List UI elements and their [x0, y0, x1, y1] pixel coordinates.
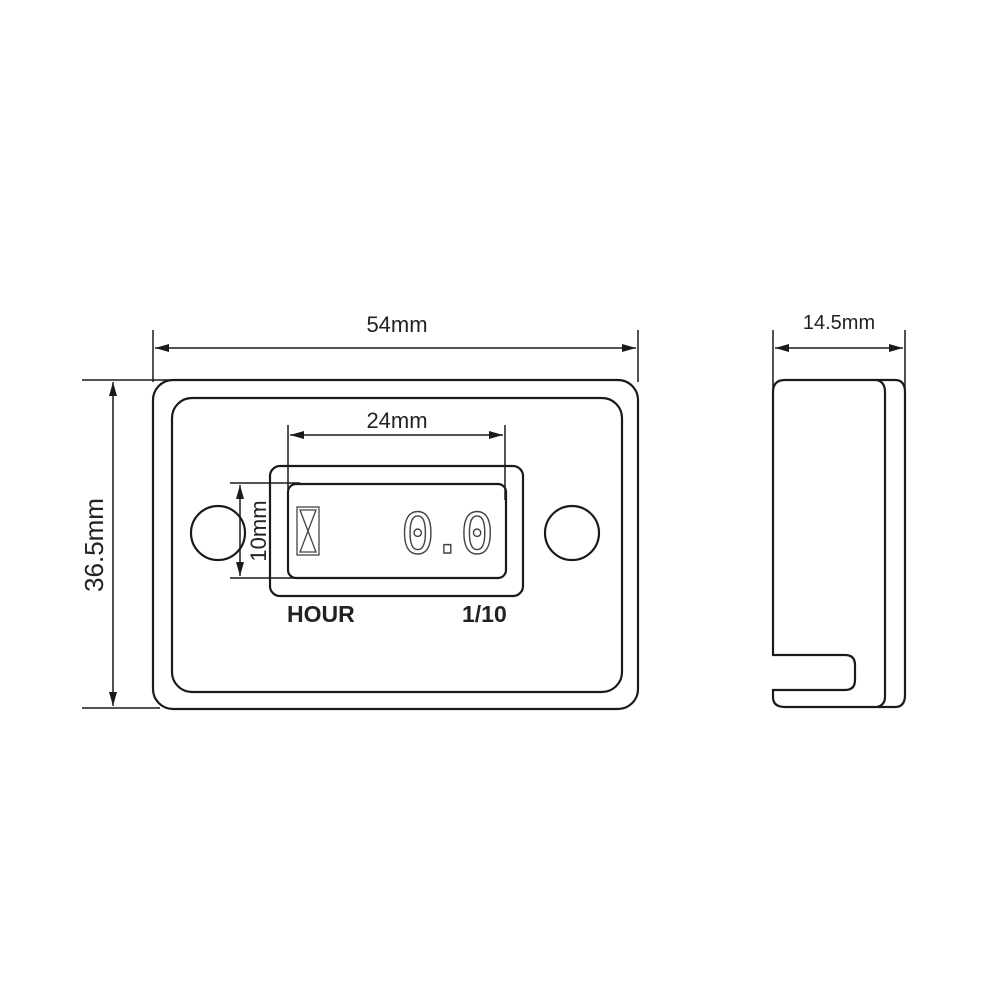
- side-face-line: [876, 378, 887, 709]
- hourglass-icon: [296, 506, 320, 556]
- display-height-dimension: 10mm: [230, 482, 300, 579]
- depth-label: 14.5mm: [803, 312, 875, 334]
- display-bezel: [268, 464, 525, 598]
- hour-label: HOUR: [287, 601, 355, 627]
- front-view: 0.0 HOUR 1/10: [151, 378, 640, 711]
- height-dimension: 36.5mm: [79, 379, 340, 709]
- mounting-hole-left: [189, 504, 247, 562]
- lcd-window: [286, 482, 508, 580]
- display-height-label: 10mm: [246, 500, 271, 561]
- resolution-label: 1/10: [462, 601, 507, 627]
- display-width-label: 24mm: [366, 408, 427, 433]
- display-width-dimension: 24mm: [287, 408, 506, 500]
- width-label: 54mm: [366, 312, 427, 337]
- body-inner-outline: [170, 396, 624, 694]
- height-label: 36.5mm: [79, 498, 109, 592]
- lcd-reading: 0.0: [401, 502, 491, 567]
- width-dimension: 54mm: [152, 312, 639, 382]
- depth-dimension: 14.5mm: [772, 312, 906, 490]
- body-outline: [151, 378, 640, 711]
- mounting-hole-right: [543, 504, 601, 562]
- side-profile: [771, 378, 907, 709]
- side-view: [771, 378, 907, 709]
